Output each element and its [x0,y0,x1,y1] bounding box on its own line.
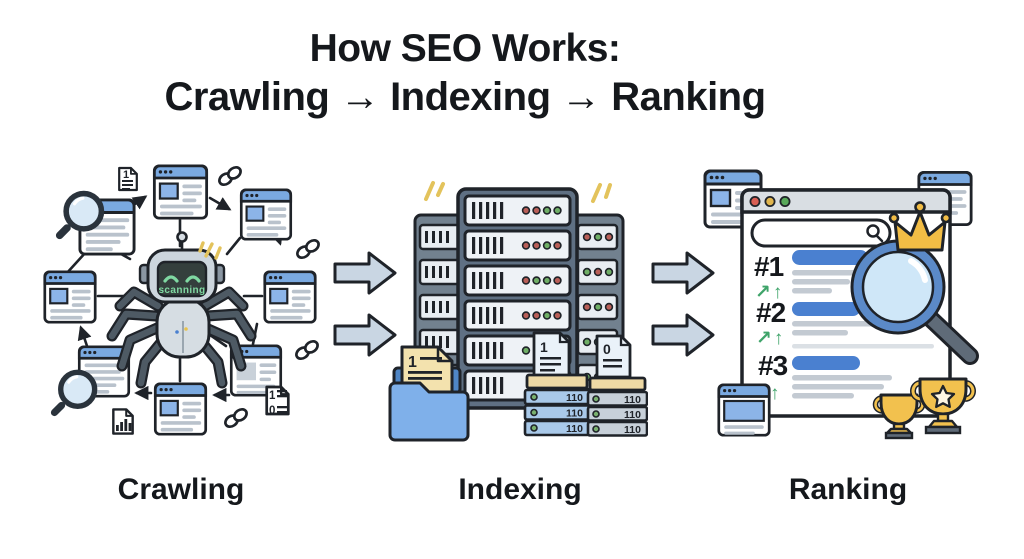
traffic-light-yellow [764,196,776,208]
stage-label-crawling: Crawling [117,473,245,506]
page-title: How SEO Works: Crawling → Indexing → Ran… [0,26,930,121]
search-icon [866,224,884,243]
crawling-illustration: 1 1 0 [43,163,323,436]
stage-label-ranking: Ranking [788,473,908,506]
flow-arrows-index-to-rank [651,251,715,357]
chain-link-icon [293,236,323,262]
stage-label-indexing: Indexing [458,473,582,506]
ranking-illustration: #1 ↗↑ #2 ↗↑ #3 ↑ [703,169,979,440]
result-title-bar [792,302,860,316]
flow-arrows-crawl-to-index [333,251,397,357]
folder-icon: 1 [388,345,470,442]
stack-row-value: 110 [566,408,583,420]
trend-arrows: ↗↑ [756,328,785,349]
result-title-bar [792,356,860,370]
folder-doc-number: 1 [408,354,417,371]
title-line-1: How SEO Works: [309,27,621,70]
title-line-2: Crawling → Indexing → Ranking [164,74,766,119]
database-stack-icon: 1 110 110 110 [523,331,591,437]
search-result-row: #1 ↗↑ [754,250,868,303]
stack-row-value: 110 [624,424,641,436]
sparkle-icon [198,241,222,260]
trophy-icon [872,393,926,440]
webpage-icon [153,382,208,436]
stack-row-value: 110 [624,409,641,421]
webpage-icon [239,188,293,241]
search-result-row: #3 ↑ [758,350,892,404]
stack-row-value: 110 [566,392,583,404]
traffic-light-red [749,196,761,208]
crown-icon [888,201,952,252]
rank-number: #2 [756,297,786,328]
magnifying-glass-icon [54,372,94,412]
list-doc-row1: 1 [269,390,276,402]
webpage-icon [43,270,97,324]
trend-arrows: ↗↑ [755,282,784,303]
right-arrow-icon [333,313,397,357]
chain-link-icon [292,337,322,363]
trophy-icon [910,377,976,435]
webpage-icon [717,383,771,437]
chain-link-icon [221,405,251,431]
stack-doc-number: 1 [540,339,548,355]
right-arrow-icon [333,251,397,295]
robot-screen-text: scanning [158,285,205,296]
star-icon [930,384,956,409]
stack-row-value: 110 [566,423,583,435]
trend-arrows: ↑ [770,383,780,404]
result-title-bar [792,250,868,265]
stack-row-value: 110 [624,394,641,406]
search-result-row: #2 ↗↑ [756,297,934,349]
magnifying-glass-icon [850,239,979,365]
rank-number: #3 [758,350,788,381]
robot-spider-icon: scanning [106,231,257,389]
numbered-doc-value: 1 [123,169,129,181]
rank-number: #1 [754,251,784,282]
bar-chart-document-icon [112,408,134,435]
indexing-illustration: 1 1 110 110 110 [388,181,648,442]
right-arrow-icon [651,251,715,295]
traffic-light-green [779,196,791,208]
list-doc-row2: 0 [269,405,275,417]
stack-doc-number: 0 [603,341,611,357]
binary-list-document-icon: 1 0 [265,385,290,417]
chain-link-icon [215,163,245,189]
right-arrow-icon [651,313,715,357]
numbered-document-icon: 1 [118,166,138,192]
database-stack-icon: 0 110 110 110 [586,334,648,437]
sparkle-icon [424,181,612,203]
webpage-icon [263,270,317,324]
search-bar [750,218,892,248]
webpage-icon [152,164,209,220]
